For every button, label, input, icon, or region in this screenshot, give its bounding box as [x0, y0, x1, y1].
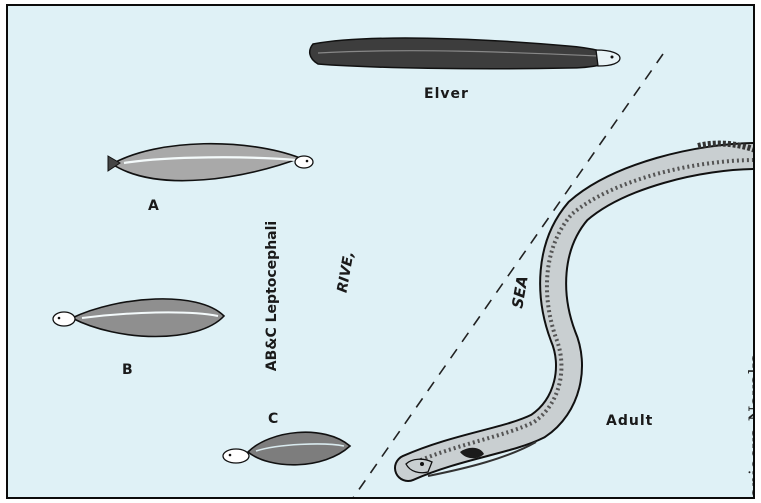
elver-label: Elver — [424, 86, 469, 102]
diagram-panel: Elver A B C AB&C Leptocephali RIVE, SEA … — [6, 4, 755, 499]
label-a: A — [148, 198, 159, 214]
label-b: B — [122, 362, 133, 378]
credit-text: Sanjeeva Nayaka — [746, 352, 756, 499]
leptocephali-label: AB&C Leptocephali — [264, 221, 280, 371]
label-c: C — [268, 411, 278, 427]
adult-label: Adult — [606, 413, 653, 429]
